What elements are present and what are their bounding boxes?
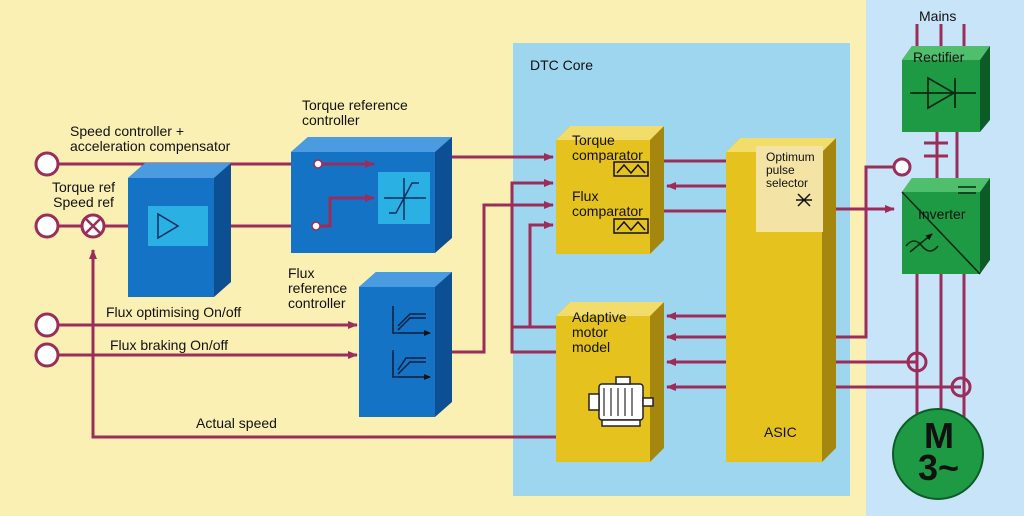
flux-reference-controller-label: Flux reference controller: [288, 265, 348, 311]
actual-speed-label: Actual speed: [196, 415, 277, 431]
optimum-pulse-selector-label: Optimum pulse selector: [766, 150, 815, 190]
rectifier-label: Rectifier: [913, 49, 965, 65]
inverter-block: [901, 178, 990, 275]
motor-icon: [588, 376, 654, 427]
flux-braking-label: Flux braking On/off: [110, 337, 229, 353]
flux-reference-controller-block: [359, 272, 452, 417]
torque-comparator-label: Torque comparator: [572, 132, 643, 163]
motor-m-label: M: [924, 415, 954, 456]
comparator-block: [556, 126, 664, 254]
input-flux-optimising: [34, 312, 60, 338]
torque-limiter-curve-icon: [384, 178, 426, 220]
asic-block: [726, 138, 836, 462]
input-speed-controller: [34, 151, 60, 177]
optimum-pulse-selector-block: [756, 146, 823, 232]
motor-3-phase-label: 3~: [918, 447, 960, 488]
rectifier-block: [902, 46, 990, 132]
torque-reference-controller-label: Torque reference controller: [302, 97, 408, 128]
dc-link-sensor: [892, 157, 912, 177]
adaptive-motor-model-label: Adaptive motor model: [572, 309, 627, 355]
summing-junction: [80, 213, 106, 239]
torque-reference-controller-block: [291, 137, 452, 253]
adaptive-motor-model-block: [556, 302, 664, 462]
current-sensor-1: [906, 351, 928, 373]
flux-comparator-label: Flux comparator: [572, 188, 643, 219]
input-torque-speed-ref: [34, 213, 60, 239]
hysteresis-comparator-icon: [613, 161, 649, 234]
star-switch-icon: [796, 193, 812, 207]
diode-icon: [910, 76, 976, 110]
dtc-core-label: DTC Core: [530, 57, 594, 73]
current-sensor-2: [950, 376, 972, 398]
speed-controller-label: Speed controller + acceleration compensa…: [70, 123, 231, 154]
mains-label: Mains: [919, 8, 957, 24]
flux-optimising-label: Flux optimising On/off: [106, 304, 242, 320]
speed-controller-block: [128, 163, 231, 297]
inverter-label: Inverter: [918, 206, 966, 222]
inverter-icon: [901, 186, 981, 275]
input-flux-braking: [34, 342, 60, 368]
asic-label: ASIC: [764, 424, 797, 440]
amplifier-triangle-icon: [157, 212, 180, 240]
torque-speed-ref-label: Torque ref Speed ref: [52, 179, 116, 210]
flux-ramp-curves-icon: [392, 306, 431, 380]
motor-m3: [892, 408, 984, 500]
